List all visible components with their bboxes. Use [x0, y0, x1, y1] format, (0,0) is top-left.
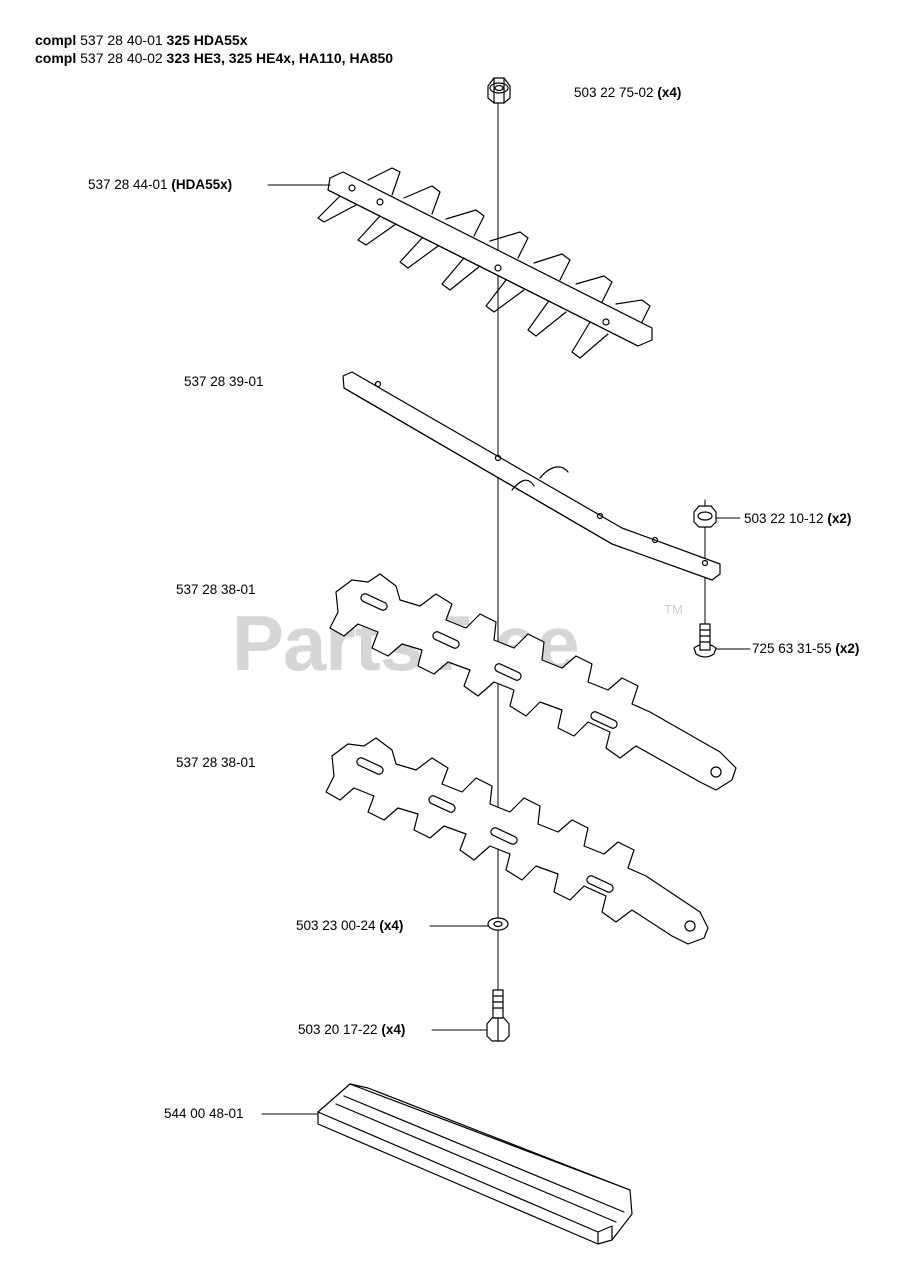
callout-label: 503 22 75-02 (x4): [574, 85, 682, 100]
connecting-bar-part: [342, 371, 721, 581]
nut-part: [487, 77, 511, 104]
header-prefix: compl: [35, 50, 77, 66]
callout-label: 537 28 44-01 (HDA55x): [88, 177, 233, 192]
header-prefix: compl: [35, 32, 77, 48]
callout-label: 503 22 10-12 (x2): [744, 511, 852, 526]
nut-right-part: [693, 505, 717, 528]
lower-cutter-blade-part: [325, 737, 709, 945]
transport-guard-part: [317, 1083, 633, 1245]
bolt-part: [486, 989, 510, 1042]
screw-right-part: [693, 623, 717, 658]
callout-label: 544 00 48-01: [164, 1106, 244, 1121]
upper-cutter-blade-part: [329, 573, 737, 791]
blade-guard-part: [317, 167, 653, 359]
washer-part: [487, 917, 509, 931]
header-line-1: compl 537 28 40-01 325 HDA55x: [35, 32, 247, 48]
header-models: 325 HDA55x: [166, 32, 248, 48]
callout-label: 725 63 31-55 (x2): [752, 641, 860, 656]
callout-label: 537 28 39-01: [184, 374, 264, 389]
callout-label: 503 23 00-24 (x4): [296, 918, 404, 933]
watermark-trademark: TM: [664, 602, 683, 617]
header-models: 323 HE3, 325 HE4x, HA110, HA850: [166, 50, 394, 66]
header-part-number: 537 28 40-01: [80, 32, 163, 48]
header-part-number: 537 28 40-02: [80, 50, 163, 66]
callout-label: 503 20 17-22 (x4): [298, 1022, 406, 1037]
callout-label: 537 28 38-01: [176, 582, 256, 597]
header-line-2: compl 537 28 40-02 323 HE3, 325 HE4x, HA…: [35, 50, 393, 66]
callout-label: 537 28 38-01: [176, 755, 256, 770]
